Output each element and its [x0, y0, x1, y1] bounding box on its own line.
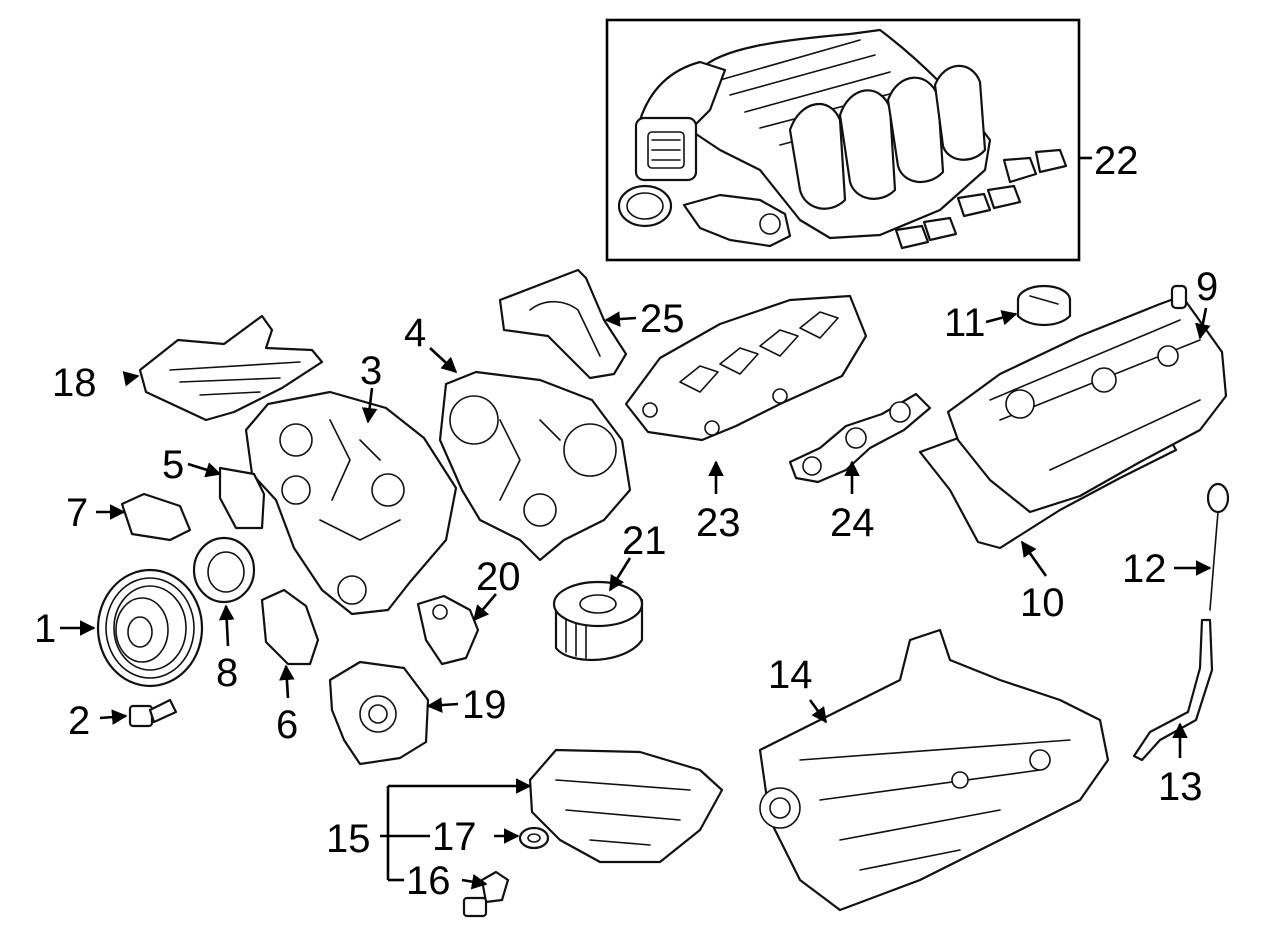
callout-24: 24 [830, 501, 875, 545]
oil-filter-21 [552, 580, 644, 662]
manifold-gasket-f [894, 224, 930, 250]
callout-14: 14 [768, 653, 813, 697]
manifold-gasket-d [956, 192, 992, 218]
oil-pan-lower-15 [528, 748, 724, 864]
dipstick-handle-12 [1206, 482, 1230, 514]
front-oil-seal-8 [192, 536, 256, 604]
callout-labels: 1 2 3 4 5 6 7 8 9 10 11 12 13 14 15 16 1… [34, 139, 1218, 903]
manifold-gasket-c [986, 184, 1022, 210]
intake-manifold-box [605, 18, 1081, 262]
manifold-gasket-b [1034, 148, 1068, 174]
bracket-25 [498, 268, 628, 380]
crank-pulley-1 [96, 568, 204, 688]
callout-12: 12 [1122, 547, 1167, 591]
callout-2: 2 [68, 699, 90, 743]
callout-4: 4 [404, 311, 426, 355]
callout-21: 21 [622, 519, 667, 563]
intake-manifold-assembly-group [605, 18, 1081, 262]
callout-23: 23 [696, 501, 741, 545]
callout-20: 20 [476, 555, 521, 599]
breather-nipple [1170, 284, 1188, 310]
bracket-15 [380, 786, 390, 880]
callout-19: 19 [462, 683, 507, 727]
callout-6: 6 [276, 703, 298, 747]
callout-11: 11 [944, 301, 986, 345]
callout-17: 17 [432, 815, 477, 859]
valve-cover-9 [946, 294, 1228, 514]
leader-lines [60, 156, 1212, 890]
callout-1: 1 [34, 607, 56, 651]
pulley-bolt-2 [128, 698, 178, 728]
cover-gasket-5 [218, 466, 266, 530]
gasket-6 [260, 588, 320, 666]
callout-22: 22 [1094, 139, 1139, 183]
callout-3: 3 [360, 349, 382, 393]
intake-runner-4 [933, 64, 987, 161]
dipstick-rod [1209, 511, 1219, 611]
callout-8: 8 [216, 651, 238, 695]
callout-9: 9 [1196, 265, 1218, 309]
front-cover-plate-18 [138, 314, 324, 422]
callout-16: 16 [406, 859, 451, 903]
bracket-7 [120, 492, 192, 542]
callout-13: 13 [1158, 765, 1203, 809]
dipstick-tube-13 [1132, 618, 1214, 762]
manifold-gasket-a [1002, 156, 1038, 184]
intake-runner-2 [838, 89, 897, 200]
oil-pan-upper-14 [758, 628, 1110, 912]
intake-control-valve [682, 193, 792, 248]
manifold-gasket-e [922, 216, 958, 242]
callout-5: 5 [162, 443, 184, 487]
dipstick-group [1132, 482, 1230, 762]
callout-18: 18 [52, 361, 97, 405]
callout-25: 25 [640, 297, 685, 341]
callout-10: 10 [1020, 581, 1065, 625]
oil-strainer-20 [416, 594, 480, 666]
drain-plug-16 [480, 870, 510, 904]
intake-runner-1 [788, 102, 847, 210]
callout-7: 7 [66, 491, 88, 535]
callout-15: 15 [326, 817, 371, 861]
